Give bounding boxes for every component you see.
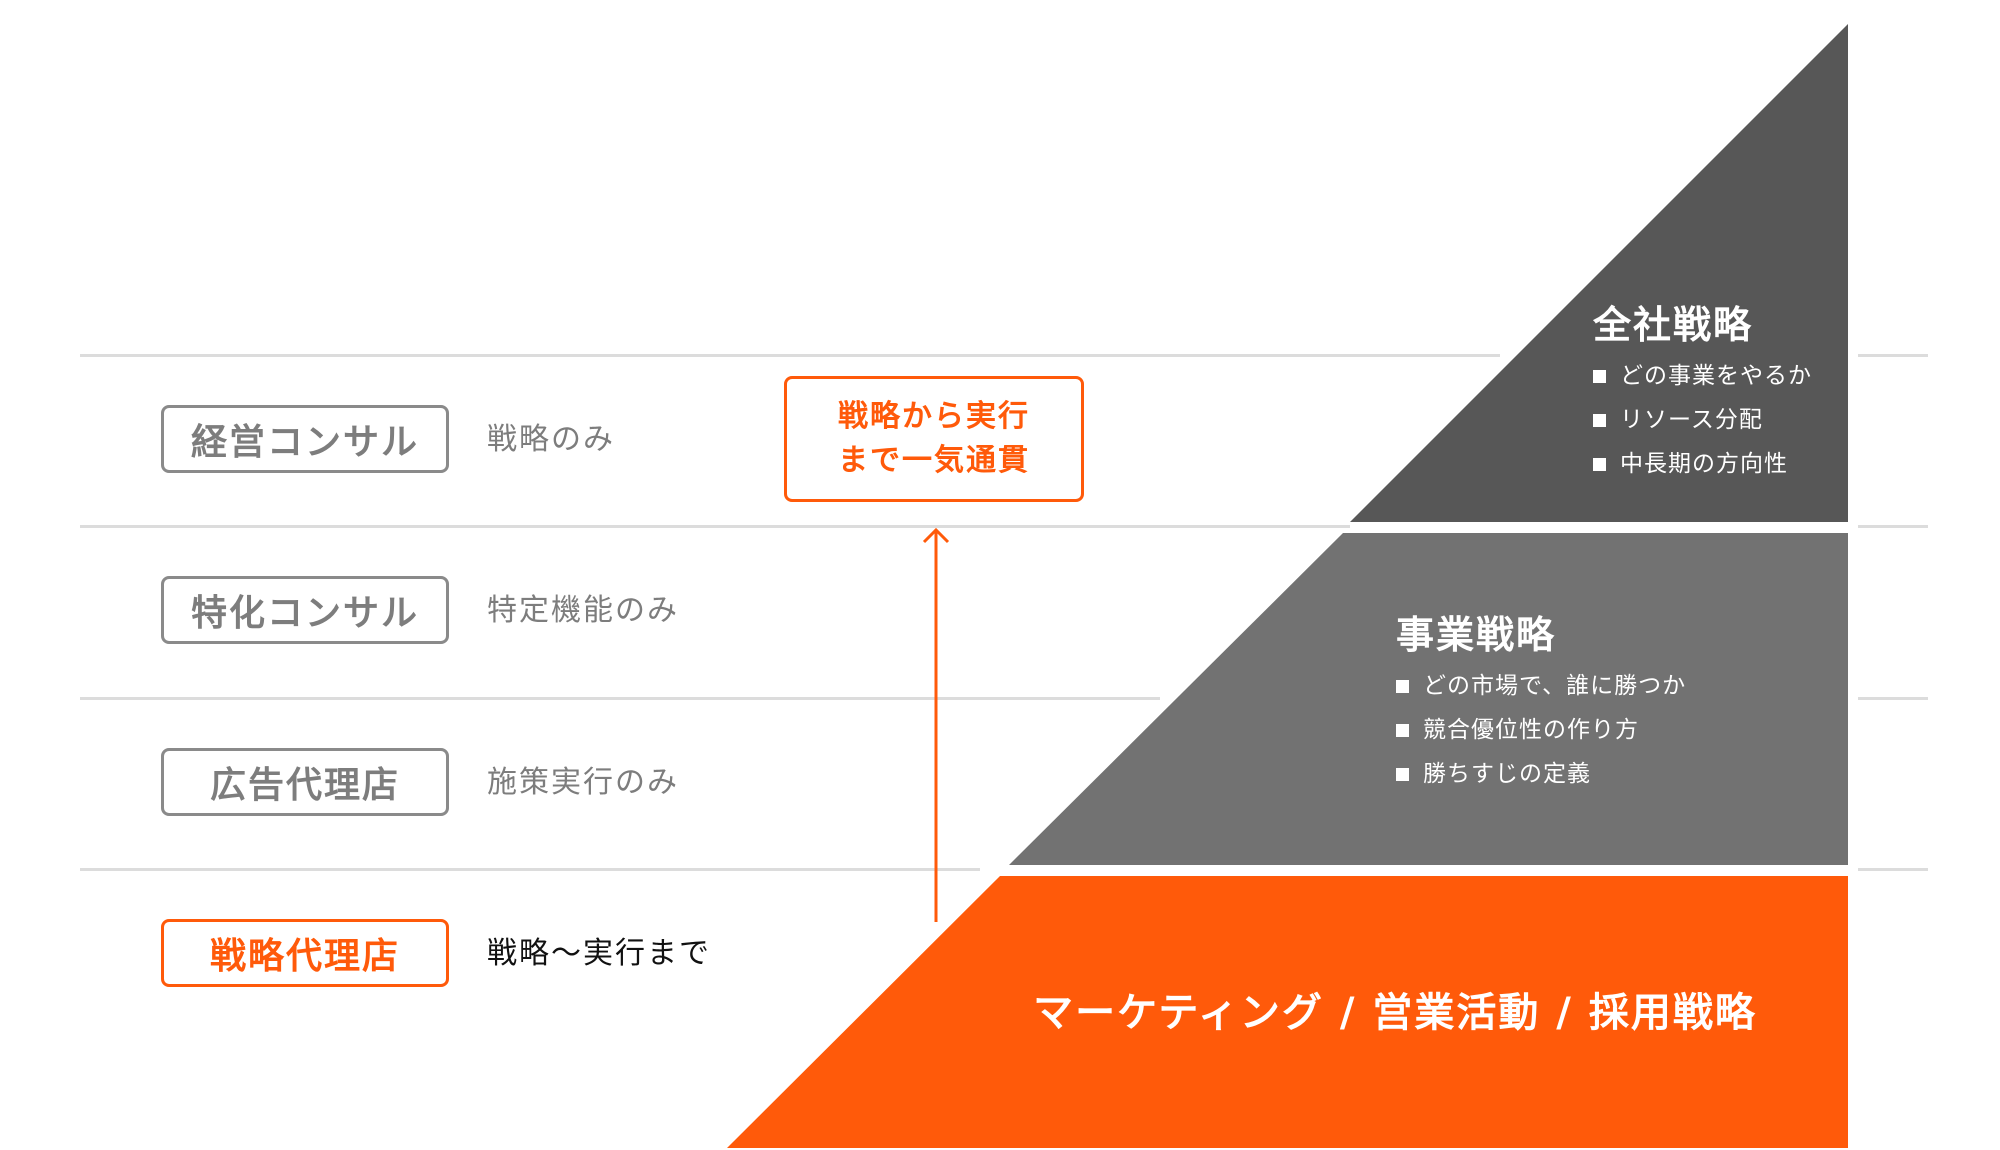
square-bullet-icon [1593,457,1606,471]
level-tag-label: 広告代理店 [209,765,400,806]
level-tag-management-consulting: 経営コンサル [161,405,449,473]
divider-line [1858,697,1928,700]
middle-tier-bullets: どの市場で、誰に勝つか 競合優位性の作り方 勝ちすじの定義 [1396,664,1686,796]
bullet-item: リソース分配 [1593,398,1812,442]
pyramid-base-tier [727,876,1848,1148]
divider-line [1858,868,1928,871]
level-desc-specialized-consulting: 特定機能のみ [487,593,679,628]
bullet-item: どの事業をやるか [1593,354,1812,398]
level-desc-management-consulting: 戦略のみ [487,422,615,457]
level-tag-strategy-agency: 戦略代理店 [161,919,449,987]
pyramid-top-tier [1350,24,1848,522]
base-tier-title: マーケティング / 営業活動 / 採用戦略 [1033,990,1757,1036]
level-tag-label: 経営コンサル [190,422,419,463]
level-tag-specialized-consulting: 特化コンサル [161,576,449,644]
middle-tier-title: 事業戦略 [1396,613,1557,657]
callout-line-1: 戦略から実行 [838,399,1030,434]
divider-line [80,868,980,871]
bullet-item: どの市場で、誰に勝つか [1396,664,1686,708]
bullet-item: 中長期の方向性 [1593,442,1812,486]
top-tier-title: 全社戦略 [1593,303,1754,347]
bullet-item: 勝ちすじの定義 [1396,752,1686,796]
top-tier-bullets: どの事業をやるか リソース分配 中長期の方向性 [1593,354,1812,486]
divider-line [1858,525,1928,528]
square-bullet-icon [1593,413,1606,427]
pyramid-middle-tier [1009,533,1848,865]
level-tag-ad-agency: 広告代理店 [161,748,449,816]
level-tag-label: 特化コンサル [190,593,419,634]
upward-arrow [922,527,950,922]
bullet-item: 競合優位性の作り方 [1396,708,1686,752]
square-bullet-icon [1593,369,1606,383]
level-desc-strategy-agency: 戦略〜実行まで [487,936,711,971]
divider-line [80,525,1350,528]
divider-line [80,697,1160,700]
callout-line-2: まで一気通貫 [838,443,1030,478]
divider-line [80,354,1500,357]
divider-line [1858,354,1928,357]
square-bullet-icon [1396,723,1409,737]
square-bullet-icon [1396,679,1409,693]
square-bullet-icon [1396,767,1409,781]
callout-box: 戦略から実行 まで一気通貫 [784,376,1084,502]
level-desc-ad-agency: 施策実行のみ [487,765,679,800]
level-tag-label: 戦略代理店 [209,936,400,977]
